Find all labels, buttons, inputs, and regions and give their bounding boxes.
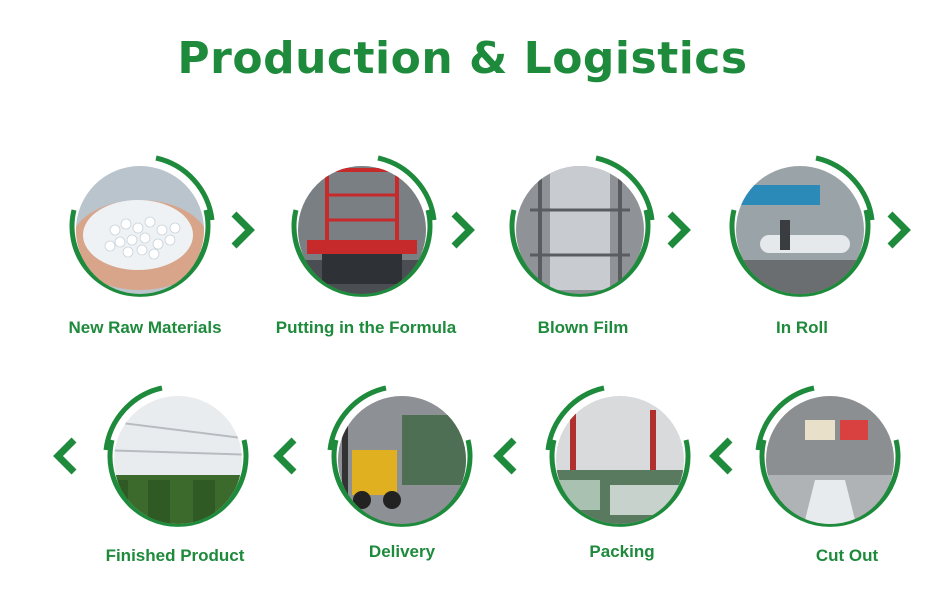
step-label-delivery: Delivery — [369, 542, 435, 562]
step-label-finished-product: Finished Product — [106, 546, 245, 566]
step-new-raw-materials — [60, 150, 220, 310]
step-label-blown-film: Blown Film — [538, 318, 629, 338]
in-roll-photo — [720, 150, 880, 310]
chevron-right-icon — [884, 210, 912, 250]
chevron-left-icon — [52, 436, 80, 476]
step-label-cut-out: Cut Out — [816, 546, 878, 566]
formula-photo — [282, 150, 442, 310]
step-putting-in-the-formula — [282, 150, 442, 310]
step-in-roll — [720, 150, 880, 310]
cut-out-photo — [750, 380, 910, 540]
step-delivery — [322, 380, 482, 540]
page-title: Production & Logistics — [0, 33, 925, 84]
chevron-left-icon — [272, 436, 300, 476]
delivery-photo — [322, 380, 482, 540]
packing-photo — [540, 380, 700, 540]
chevron-left-icon — [708, 436, 736, 476]
raw-materials-photo — [60, 150, 220, 310]
step-label-putting-in-the-formula: Putting in the Formula — [276, 318, 456, 338]
step-label-packing: Packing — [589, 542, 654, 562]
step-finished-product — [98, 380, 258, 540]
blown-film-photo — [500, 150, 660, 310]
chevron-right-icon — [448, 210, 476, 250]
chevron-left-icon — [492, 436, 520, 476]
finished-product-photo — [98, 380, 258, 540]
chevron-right-icon — [664, 210, 692, 250]
step-label-in-roll: In Roll — [776, 318, 828, 338]
step-cut-out — [750, 380, 910, 540]
step-blown-film — [500, 150, 660, 310]
step-label-new-raw-materials: New Raw Materials — [68, 318, 221, 338]
chevron-right-icon — [228, 210, 256, 250]
step-packing — [540, 380, 700, 540]
